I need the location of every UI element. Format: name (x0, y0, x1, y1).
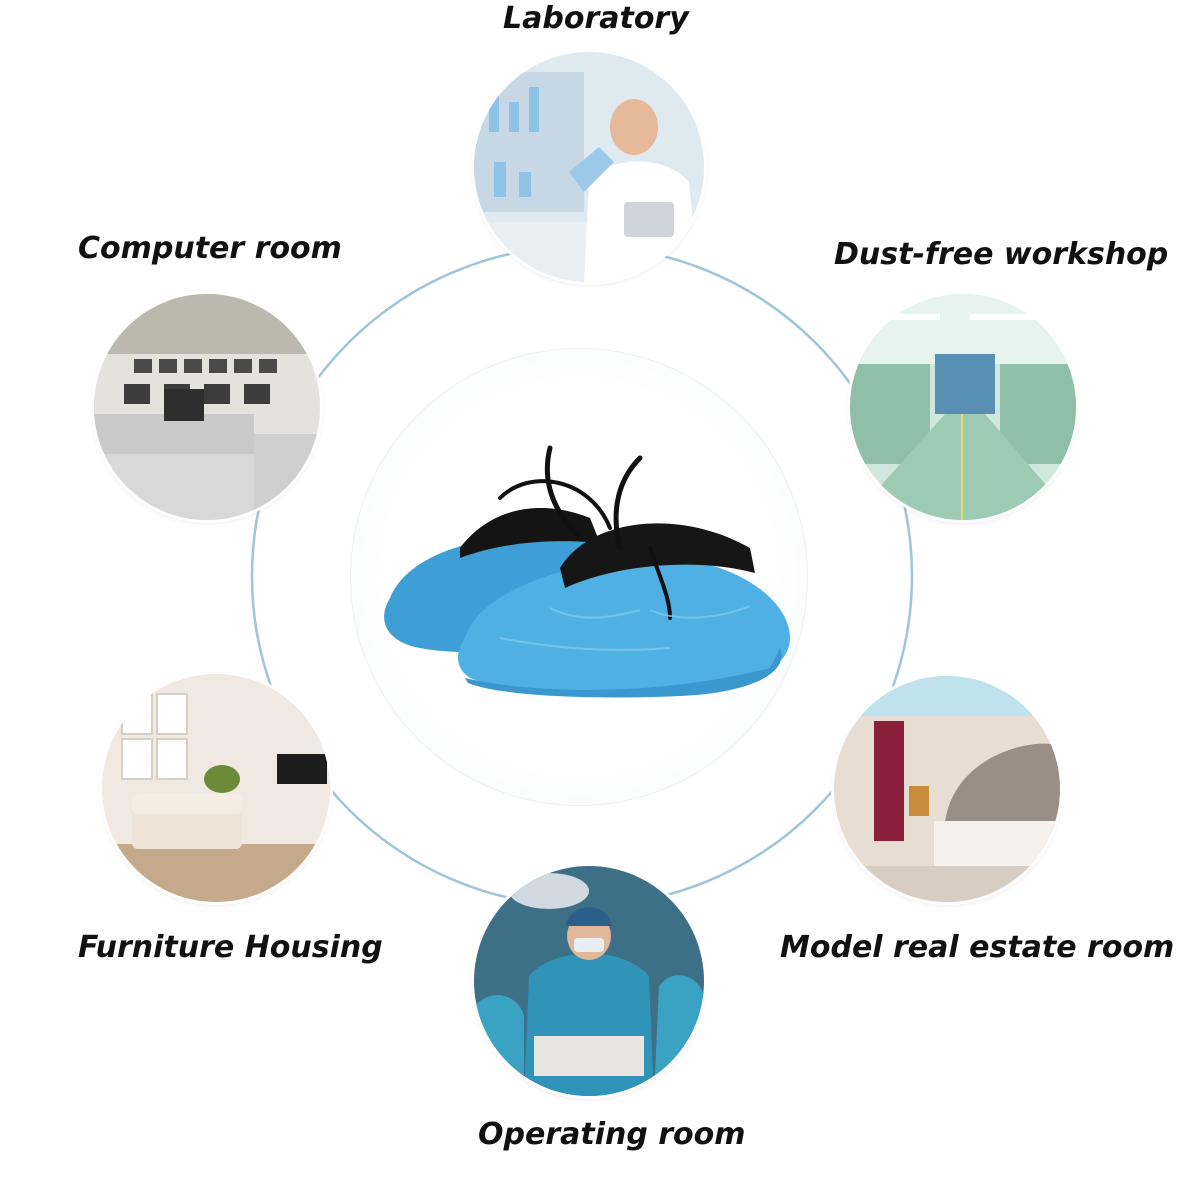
model-real-estate-room-image (834, 676, 1060, 902)
furniture-housing-image (102, 674, 330, 902)
label-model-real-estate-room: Model real estate room (780, 930, 1175, 965)
shoe-cover-product-image (350, 348, 808, 806)
label-operating-room: Operating room (478, 1117, 746, 1152)
computer-room-image (94, 294, 320, 520)
label-dust-free-workshop: Dust-free workshop (834, 237, 1169, 272)
label-computer-room: Computer room (78, 231, 342, 266)
laboratory-image (474, 52, 704, 282)
label-furniture-housing: Furniture Housing (78, 930, 383, 965)
dust-free-workshop-image (850, 294, 1076, 520)
label-laboratory: Laboratory (503, 1, 689, 36)
operating-room-image (474, 866, 704, 1096)
